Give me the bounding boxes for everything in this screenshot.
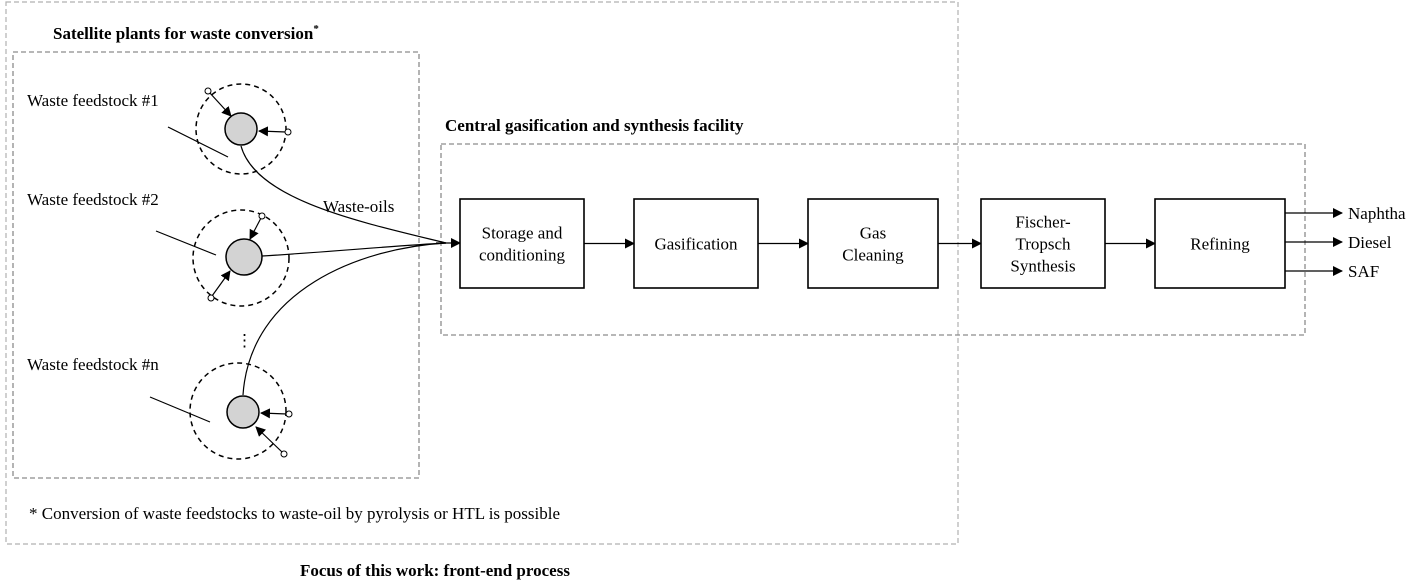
product-label: Diesel [1348, 233, 1392, 252]
plant-node-1 [224, 112, 258, 146]
process-step-label: Gas [860, 224, 886, 243]
process-step-label: Tropsch [1015, 235, 1071, 254]
process-step-label: conditioning [479, 246, 565, 265]
satellite-title: Satellite plants for waste conversion* [53, 23, 319, 43]
product-label: Naphtha [1348, 204, 1406, 223]
process-step-label: Refining [1190, 235, 1250, 254]
process-steps: Storage and conditioning Gasification GasCl… [459, 198, 1286, 289]
process-step-1: Storage and conditioning [459, 198, 585, 289]
focus-label: Focus of this work: front-end process [300, 561, 570, 580]
waste-oil-flows [240, 145, 461, 396]
product-label: SAF [1348, 262, 1379, 281]
footnote: * Conversion of waste feedstocks to wast… [29, 504, 560, 523]
feedstock-label-2: Waste feedstock #2 [27, 190, 159, 209]
satellite-plant-2 [155, 209, 290, 307]
process-step-label: Storage and [482, 224, 563, 243]
process-step-2: Gasification [633, 198, 759, 289]
process-step-label: Fischer- [1015, 213, 1071, 232]
ellipsis: ⋮ [236, 331, 253, 350]
satellite-plant-n [149, 362, 293, 460]
feedstock-label-1: Waste feedstock #1 [27, 91, 159, 110]
satellite-plant-1 [167, 83, 292, 175]
central-title: Central gasification and synthesis facil… [445, 116, 744, 135]
focus-region-border [5, 1, 959, 545]
feedstock-label-n: Waste feedstock #n [27, 355, 159, 374]
process-step-5: Refining [1154, 198, 1286, 289]
process-step-label: Gasification [654, 235, 738, 254]
process-step-label: Cleaning [842, 246, 904, 265]
process-step-label: Synthesis [1010, 257, 1075, 276]
satellite-region-border [12, 51, 420, 479]
central-region-border [440, 143, 1306, 336]
waste-oils-label: Waste-oils [323, 197, 394, 216]
plant-node-2 [225, 238, 263, 276]
plant-node-n [226, 395, 260, 429]
